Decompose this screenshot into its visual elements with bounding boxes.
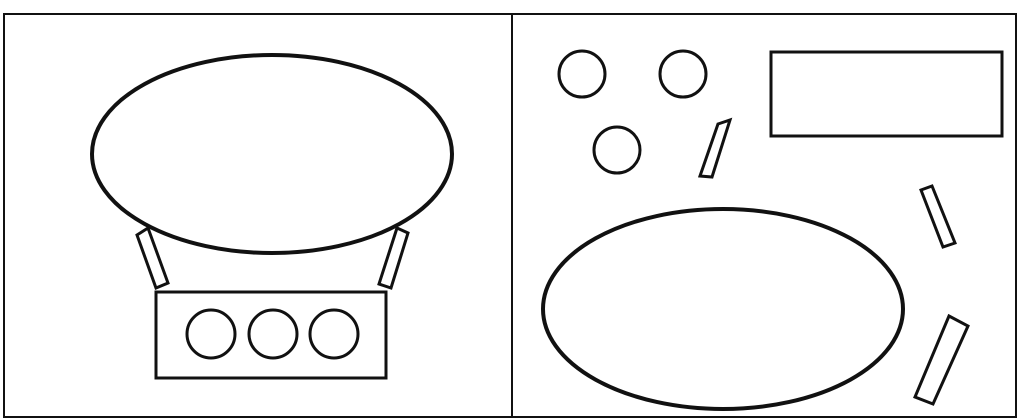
- puzzle-figure: [0, 0, 1019, 420]
- figure-canvas: [0, 0, 1019, 420]
